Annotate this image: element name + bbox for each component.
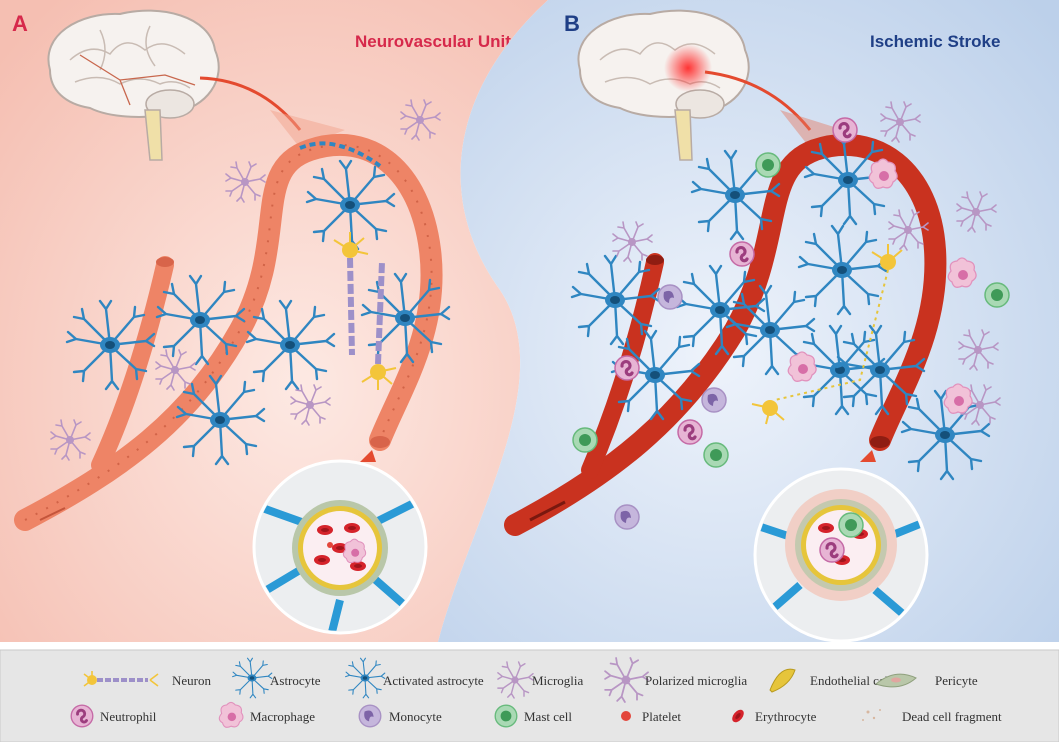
neutrophil-icon — [69, 703, 95, 729]
legend-label-pericyte: Pericyte — [935, 673, 978, 688]
panel-b-title: Ischemic Stroke — [870, 32, 1000, 51]
panel-a-title: Neurovascular Unit — [355, 32, 511, 51]
legend-label-dead-cell-fragment: Dead cell fragment — [902, 709, 1002, 724]
panel-a-background — [0, 0, 548, 642]
legend-label-endothelial-cell: Endothelial cell — [810, 673, 892, 688]
legend-label-monocyte: Monocyte — [389, 709, 442, 724]
neuron-icon — [83, 671, 159, 687]
legend-label-microglia: Microglia — [532, 673, 583, 688]
panel-a-letter: A — [12, 11, 28, 36]
damaged-neurons — [751, 244, 903, 425]
legend-label-neutrophil: Neutrophil — [100, 709, 157, 724]
mast-cell-icon — [494, 704, 518, 728]
platelet-icon — [621, 711, 631, 721]
legend-label-polarized-microglia: Polarized microglia — [645, 673, 747, 688]
blood-vessel — [14, 134, 443, 531]
pericyte-icon — [874, 673, 917, 688]
zoom-wedge — [270, 110, 345, 148]
vessel-cross-section-a — [252, 459, 428, 635]
zoom-arrow — [360, 450, 376, 462]
brain-illustration-ischemic — [577, 9, 750, 161]
legend-label-erythrocyte: Erythrocyte — [755, 709, 817, 724]
ischemic-lesion — [664, 44, 712, 92]
panel-b: B Ischemic Stroke — [438, 0, 1059, 643]
legend-label-astrocyte: Astrocyte — [270, 673, 321, 688]
legend-label-platelet: Platelet — [642, 709, 681, 724]
vessel-cross-section-b — [753, 467, 929, 643]
legend-label-macrophage: Macrophage — [250, 709, 315, 724]
legend: Neuron Astrocyte Activated astrocyte Mic… — [0, 649, 1059, 742]
legend-label-activated-astrocyte: Activated astrocyte — [383, 673, 484, 688]
macrophage-icon — [218, 701, 244, 728]
panel-b-letter: B — [564, 11, 580, 36]
endothelial-cell-icon — [769, 668, 796, 693]
legend-label-neuron: Neuron — [172, 673, 211, 688]
dead-cell-fragment-icon — [862, 709, 881, 721]
brain-illustration — [47, 9, 220, 161]
panel-a: A Neurovascular Unit — [0, 0, 548, 642]
neurons — [333, 232, 397, 390]
monocyte-icon — [358, 704, 382, 728]
legend-label-mast-cell: Mast cell — [524, 709, 572, 724]
